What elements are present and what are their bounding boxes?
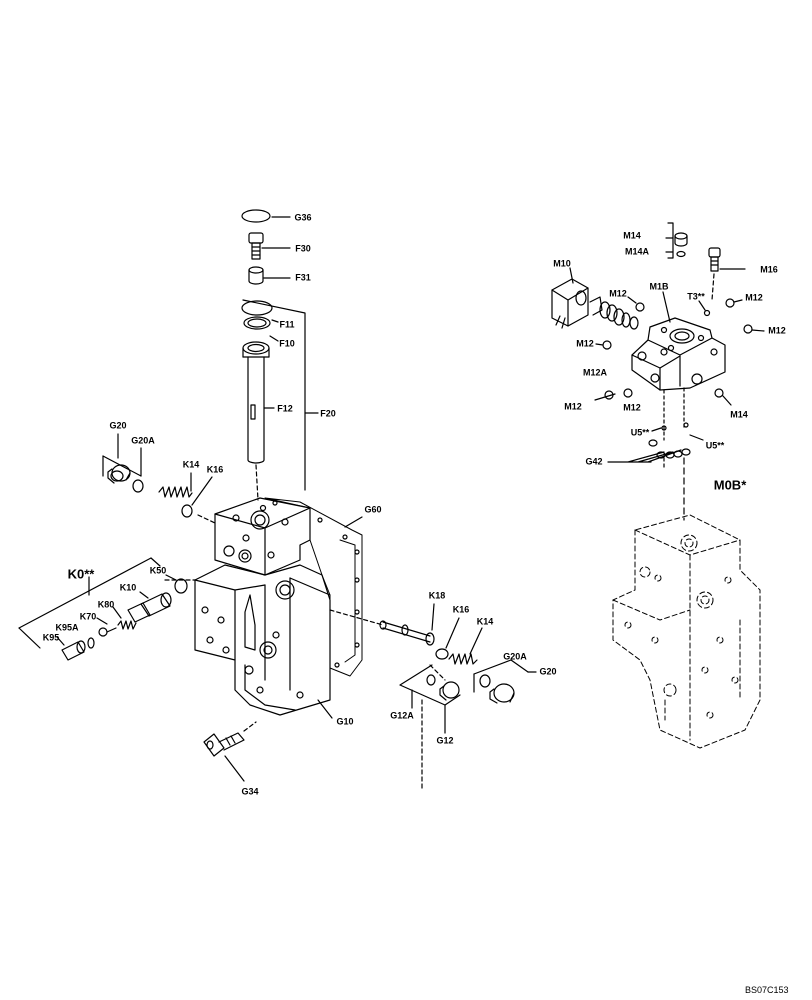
k50-oring	[174, 578, 188, 594]
label-g12a: G12A	[390, 710, 414, 721]
g60-gasket	[264, 497, 363, 677]
label-m12-f: M12	[623, 402, 641, 413]
label-g36: G36	[294, 212, 312, 223]
u5-ball-left	[661, 425, 667, 431]
label-g60: G60	[364, 504, 382, 515]
f31-bushing	[248, 266, 264, 285]
label-m1b: M1B	[649, 281, 669, 292]
g34-bolt	[203, 732, 245, 757]
label-m12-b: M12	[745, 292, 763, 303]
label-k95: K95	[42, 632, 60, 643]
m10-cartridge	[589, 296, 639, 330]
label-m10: M10	[553, 258, 571, 269]
label-m12a: M12A	[582, 367, 608, 378]
k14-spring-left	[158, 486, 193, 498]
k16-washer-right	[435, 648, 449, 660]
k14-spring-right	[448, 653, 478, 665]
m12-plug-e	[623, 388, 633, 398]
m12-plug-a	[635, 302, 645, 312]
f20-bracket	[242, 299, 306, 491]
label-g12: G12	[436, 735, 454, 746]
label-f20: F20	[320, 408, 336, 419]
label-g20-left: G20	[109, 420, 127, 431]
label-f12: F12	[277, 403, 293, 414]
m14-plug-bottom	[714, 388, 724, 398]
g20-plug-left	[107, 464, 131, 484]
label-t3: T3**	[687, 291, 705, 302]
label-m14-top: M14	[623, 230, 641, 241]
f30-screw	[248, 232, 264, 260]
g20a-oring-left	[132, 479, 144, 493]
f11-ring	[241, 300, 273, 316]
label-k50: K50	[149, 565, 167, 576]
label-m12-a: M12	[609, 288, 627, 299]
g42-seals	[607, 439, 691, 463]
label-m14-bottom: M14	[730, 409, 748, 420]
label-k16-right: K16	[452, 604, 470, 615]
label-k14-left: K14	[182, 459, 200, 470]
label-m16: M16	[760, 264, 778, 275]
label-u5-right: U5**	[705, 440, 725, 451]
m12-plug-c	[602, 340, 612, 350]
reference-number: BS07C153	[745, 985, 789, 995]
label-k95a: K95A	[55, 622, 79, 633]
m1b-manifold	[631, 317, 726, 391]
m12-plug-b	[725, 298, 735, 308]
label-f10: F10	[279, 338, 295, 349]
k18-spool	[379, 620, 435, 646]
label-m12-d: M12	[768, 325, 786, 336]
label-m12-c: M12	[576, 338, 594, 349]
m14-bracket	[667, 222, 674, 259]
label-g10: G10	[336, 716, 354, 727]
m10-solenoid	[551, 278, 589, 329]
label-k18: K18	[428, 590, 446, 601]
g36-oring	[241, 209, 271, 223]
g12a-ring	[426, 674, 436, 686]
label-k0: K0**	[67, 566, 95, 582]
label-k14-right: K14	[476, 616, 494, 627]
m14-cap	[674, 232, 688, 258]
label-g34: G34	[241, 786, 259, 797]
k80-spring	[117, 620, 137, 630]
k0-bracket	[18, 557, 152, 629]
label-f30: F30	[295, 243, 311, 254]
k10-fitting	[127, 592, 172, 623]
main-valve-body	[194, 497, 331, 716]
g20a-oring-right	[479, 674, 491, 688]
u5-ball-right	[683, 422, 689, 428]
label-g20-right: G20	[539, 666, 557, 677]
k16-washer-left	[181, 504, 193, 518]
label-g20a-left: G20A	[131, 435, 155, 446]
label-m12-e: M12	[564, 401, 582, 412]
mob-target-block-ghost	[612, 514, 761, 749]
k95a-plug	[61, 637, 95, 661]
label-f31: F31	[295, 272, 311, 283]
k70-piston	[98, 627, 117, 637]
g12-plug	[439, 681, 460, 701]
label-k16-left: K16	[206, 464, 224, 475]
label-k70: K70	[79, 611, 97, 622]
label-k10: K10	[119, 582, 137, 593]
m12-plug-d	[743, 324, 753, 334]
label-m14a: M14A	[624, 246, 650, 257]
label-u5-left: U5**	[630, 427, 650, 438]
label-k80: K80	[97, 599, 115, 610]
g20-plug-right	[489, 683, 515, 704]
t3-ball	[703, 309, 711, 317]
label-g42: G42	[585, 456, 603, 467]
f10-ring	[243, 316, 271, 330]
label-f11: F11	[279, 319, 295, 330]
label-m0b: M0B*	[713, 477, 747, 493]
f12-tube	[242, 341, 270, 464]
g20-bracket-right	[473, 659, 529, 675]
label-g20a-right: G20A	[503, 651, 527, 662]
m16-screw	[708, 247, 721, 272]
